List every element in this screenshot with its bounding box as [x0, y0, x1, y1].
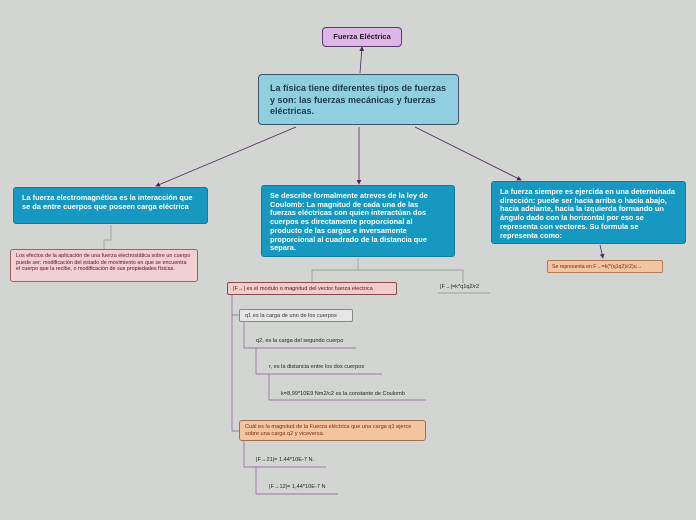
effects-node[interactable]: Los efectos de la aplicación de una fuer…: [10, 249, 198, 282]
q2-text[interactable]: q2, es la carga del segundo cuerpo: [256, 338, 344, 344]
coulomb-constant-text[interactable]: k=8,99*10E9 Nm2/c2 es la constante de Co…: [281, 391, 405, 397]
coulomb-law-node[interactable]: Se describe formalmente atreves de la le…: [261, 185, 455, 257]
magnitude-node[interactable]: |F→| es el modulo o magnitud del vector …: [227, 282, 397, 295]
title-node[interactable]: Fuerza Eléctrica: [322, 27, 402, 47]
q1-node[interactable]: q1 es la carga de uno de los cuerpos: [239, 309, 353, 322]
distance-text[interactable]: r, es la distancia entre los dos cuerpos: [269, 364, 365, 370]
main-topic-node[interactable]: La física tiene diferentes tipos de fuer…: [258, 74, 459, 125]
force-direction-node[interactable]: La fuerza siempre es ejercida en una det…: [491, 181, 686, 244]
answer-f12-text[interactable]: |F→12|= 1,44*10E-7 N: [269, 484, 326, 490]
electromagnetic-force-node[interactable]: La fuerza electromagnética es la interac…: [13, 187, 208, 224]
question-node[interactable]: Cuál es la magnitud de la Fuerza eléctri…: [239, 420, 426, 441]
formula-text[interactable]: |F→|=k*q1q2/r2: [440, 284, 480, 290]
answer-f21-text[interactable]: |F→21|= 1.44*10E-7 N.: [256, 457, 315, 463]
vector-formula-node[interactable]: Se representa en F→=k(*(q1q2)/r2)u→: [547, 260, 663, 273]
